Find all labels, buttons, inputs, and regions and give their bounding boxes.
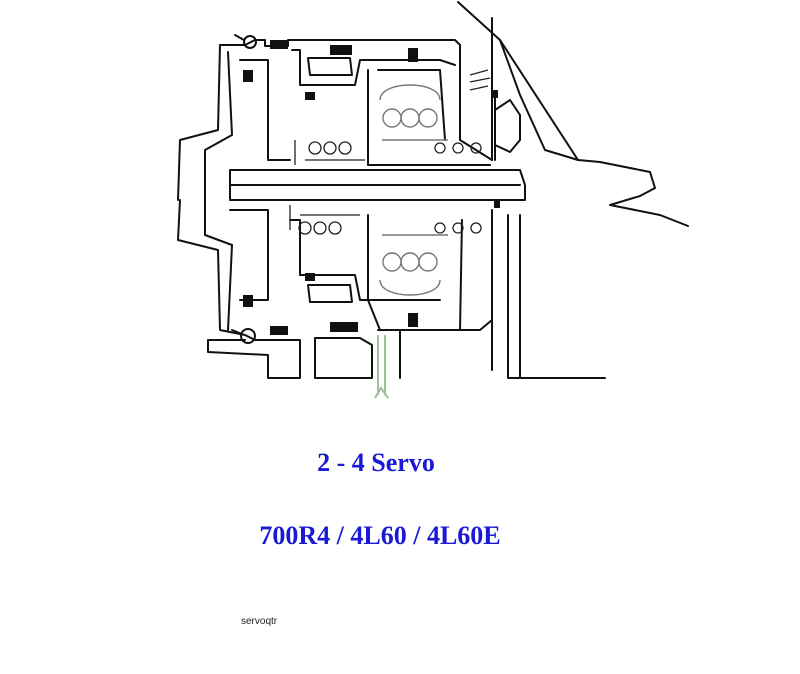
apply-pin-detail: [469, 69, 521, 161]
diagram-subtitle: 700R4 / 4L60 / 4L60E: [259, 521, 501, 550]
transmission-case: [457, 1, 689, 379]
servo-cover-upper: [177, 39, 526, 201]
servo-cover-lower: [177, 199, 493, 379]
image-caption: servoqtr: [241, 616, 278, 627]
seals: [243, 40, 500, 335]
snap-rings: [231, 34, 257, 344]
return-spring-lower: [289, 205, 360, 235]
fluid-passage: [374, 335, 389, 399]
servo-cross-section-drawing: [177, 1, 689, 399]
diagram-title: 2 - 4 Servo: [317, 448, 435, 477]
accumulator-spring-upper: [379, 84, 482, 154]
return-spring-upper: [294, 140, 365, 165]
accumulator-spring-lower: [379, 222, 482, 296]
